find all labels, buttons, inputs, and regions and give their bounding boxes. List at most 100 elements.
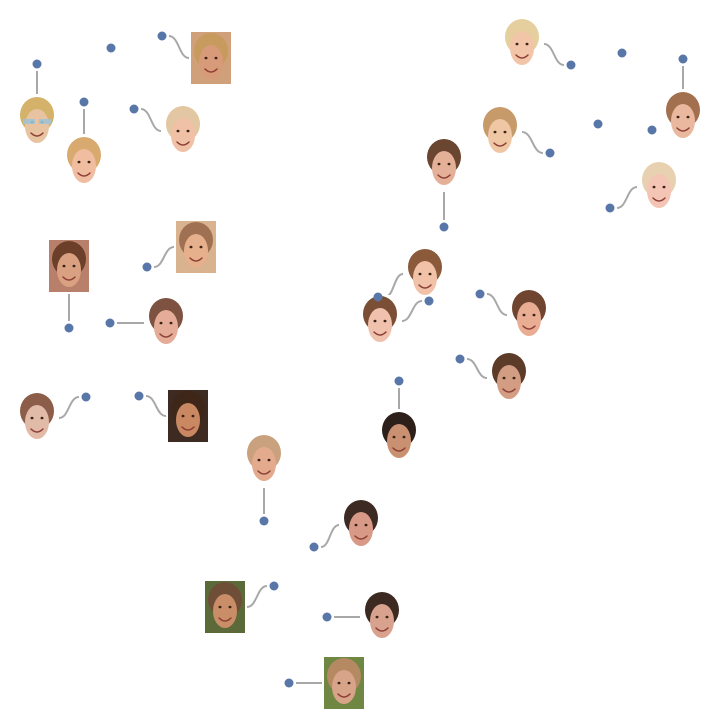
left-eye: [375, 615, 379, 619]
left-eye: [373, 319, 377, 323]
leader-line: [168, 35, 190, 59]
smile-mark: [502, 388, 516, 393]
right-eye: [72, 264, 76, 268]
right-eye: [525, 42, 529, 46]
boy-face: [405, 248, 445, 300]
face-skin: [349, 512, 373, 546]
left-eye: [176, 129, 180, 133]
smile-mark: [30, 132, 44, 137]
scatter-point: [647, 125, 657, 135]
face-skin: [332, 670, 356, 704]
scatter-point: [134, 391, 144, 401]
scatter-point: [64, 323, 74, 333]
smile-mark: [375, 627, 389, 632]
left-eye: [437, 162, 441, 166]
left-eye: [30, 416, 34, 420]
right-glasses-lens: [39, 119, 51, 124]
scatter-point: [79, 97, 89, 107]
right-eye: [428, 272, 432, 276]
left-eye: [181, 414, 185, 418]
right-eye: [228, 605, 232, 609]
face-skin: [510, 31, 534, 65]
scatter-point: [129, 104, 139, 114]
right-eye: [503, 130, 507, 134]
left-eye: [493, 130, 497, 134]
smile-mark: [392, 447, 406, 452]
right-eye: [662, 185, 666, 189]
scatter-point: [439, 222, 449, 232]
child-face: [663, 91, 703, 143]
scatter-point: [566, 60, 576, 70]
face-skin: [171, 118, 195, 152]
blonde-smiling-woman-face: [163, 105, 203, 157]
left-eye: [418, 272, 422, 276]
right-eye: [686, 115, 690, 119]
blonde-woman-face: [191, 32, 231, 84]
smile-mark: [418, 284, 432, 289]
woman-child-glasses-face: [17, 96, 57, 148]
right-eye: [364, 523, 368, 527]
smile-mark: [62, 276, 76, 281]
pale-blonde-child-face: [639, 161, 679, 213]
dark-haired-boy-face: [379, 411, 419, 463]
smiling-boy-face: [424, 138, 464, 190]
leader-line: [145, 395, 167, 417]
right-eye: [186, 129, 190, 133]
left-eye: [62, 264, 66, 268]
scatter-point: [545, 148, 555, 158]
data-points: [32, 31, 688, 688]
smile-mark: [181, 426, 195, 431]
smile-mark: [676, 127, 690, 132]
leader-line: [543, 43, 565, 66]
scatter-point: [455, 354, 465, 364]
scatter-point: [269, 581, 279, 591]
face-skin: [154, 310, 178, 344]
grinning-boy-face: [509, 289, 549, 341]
leader-line: [384, 273, 404, 298]
face-skin: [57, 253, 81, 287]
scatter-point: [32, 59, 42, 69]
scatter-point: [105, 318, 115, 328]
leader-line: [58, 396, 80, 419]
smile-mark: [437, 174, 451, 179]
right-eye: [199, 245, 203, 249]
long-hair-woman-face: [17, 392, 57, 444]
face-skin: [252, 447, 276, 481]
face-skin: [497, 365, 521, 399]
smile-mark: [77, 172, 91, 177]
right-eye: [447, 162, 451, 166]
smile-mark: [652, 197, 666, 202]
leader-line: [140, 108, 162, 132]
leader-line: [153, 246, 175, 268]
smiling-man-face: [244, 434, 284, 486]
left-eye: [522, 313, 526, 317]
leader-line: [401, 300, 423, 322]
right-eye: [385, 615, 389, 619]
smile-mark: [493, 142, 507, 147]
scatter-point: [142, 262, 152, 272]
grinning-man-face: [362, 591, 402, 643]
left-eye: [515, 42, 519, 46]
scatter-point: [106, 43, 116, 53]
face-skin: [488, 119, 512, 153]
woman-long-hair-face: [176, 221, 216, 273]
left-eye: [676, 115, 680, 119]
smile-mark: [354, 535, 368, 540]
dark-haired-young-woman-face: [168, 390, 208, 442]
smile-mark: [218, 617, 232, 622]
scatter-point: [284, 678, 294, 688]
smile-mark: [373, 331, 387, 336]
face-skin: [413, 261, 437, 295]
blonde-girl-face: [64, 136, 104, 188]
face-skin: [647, 174, 671, 208]
scatter-point: [593, 119, 603, 129]
leader-lines: [36, 35, 684, 684]
face-thumbnails: [17, 18, 703, 709]
face-skin: [199, 45, 223, 79]
leader-line: [246, 585, 268, 608]
leader-line: [466, 358, 488, 379]
right-eye: [347, 681, 351, 685]
face-skin: [213, 594, 237, 628]
right-eye: [87, 160, 91, 164]
right-eye: [40, 416, 44, 420]
